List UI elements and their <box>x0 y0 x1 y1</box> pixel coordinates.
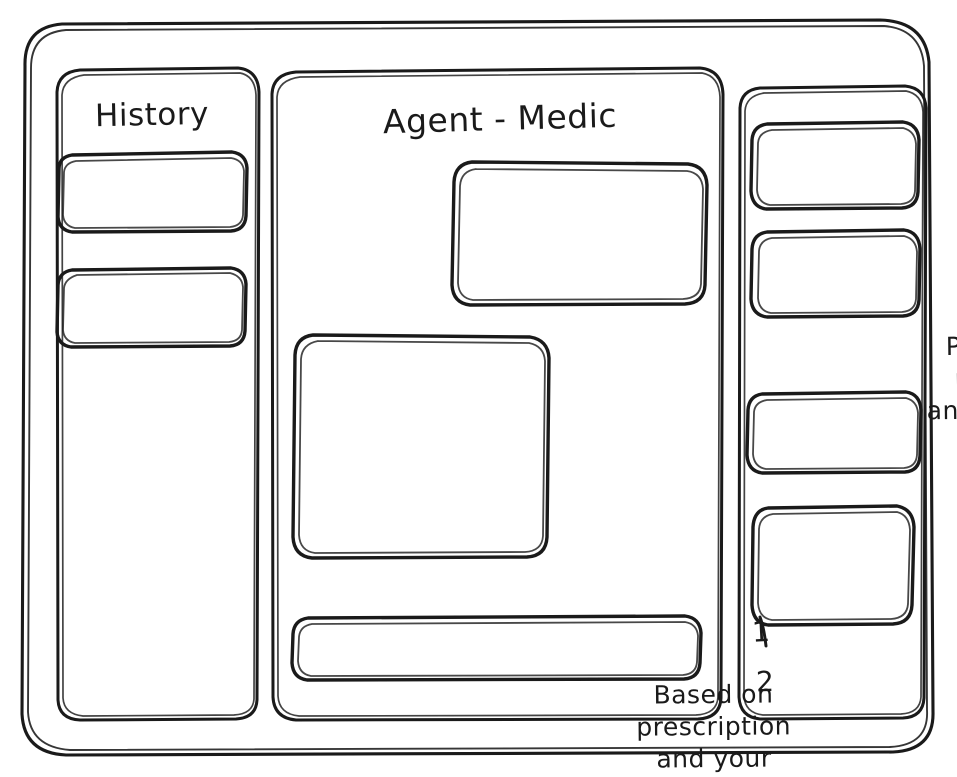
doc-source-button-outline <box>750 504 916 627</box>
assistant-message-text: Based on prescription and your health, y… <box>636 679 792 777</box>
composer-input[interactable] <box>292 616 701 680</box>
user-message-outline <box>450 160 709 307</box>
history-title: History <box>94 95 210 135</box>
llm-button[interactable]: LLM <box>751 122 919 209</box>
history-item-2-outline <box>55 266 248 349</box>
history-panel-outline <box>55 66 261 722</box>
history-item-1[interactable] <box>58 152 247 232</box>
history-item-1-outline <box>56 150 249 234</box>
composer-outline <box>290 614 703 682</box>
doc-source-item-2[interactable]: 2 <box>755 664 775 699</box>
doc-source-button[interactable]: Doc source <box>752 506 914 625</box>
window-frame <box>20 18 935 757</box>
ocr-button-outline <box>749 228 922 319</box>
llm-button-outline <box>749 120 921 211</box>
tools-panel-outline <box>737 84 928 721</box>
assistant-message-outline <box>291 333 551 560</box>
user-message-bubble: Pls check the prescription and recommend <box>452 162 957 426</box>
params-button-outline <box>745 390 923 475</box>
doc-source-item-1[interactable]: 1 <box>751 614 772 649</box>
main-panel-outline <box>270 66 725 722</box>
history-item-2[interactable] <box>57 268 246 347</box>
doc-source-list-marks <box>758 615 768 648</box>
ocr-button[interactable]: OCR <box>751 230 920 317</box>
params-button[interactable]: params <box>747 392 921 473</box>
assistant-message-bubble: Based on prescription and your health, y… <box>293 335 791 777</box>
